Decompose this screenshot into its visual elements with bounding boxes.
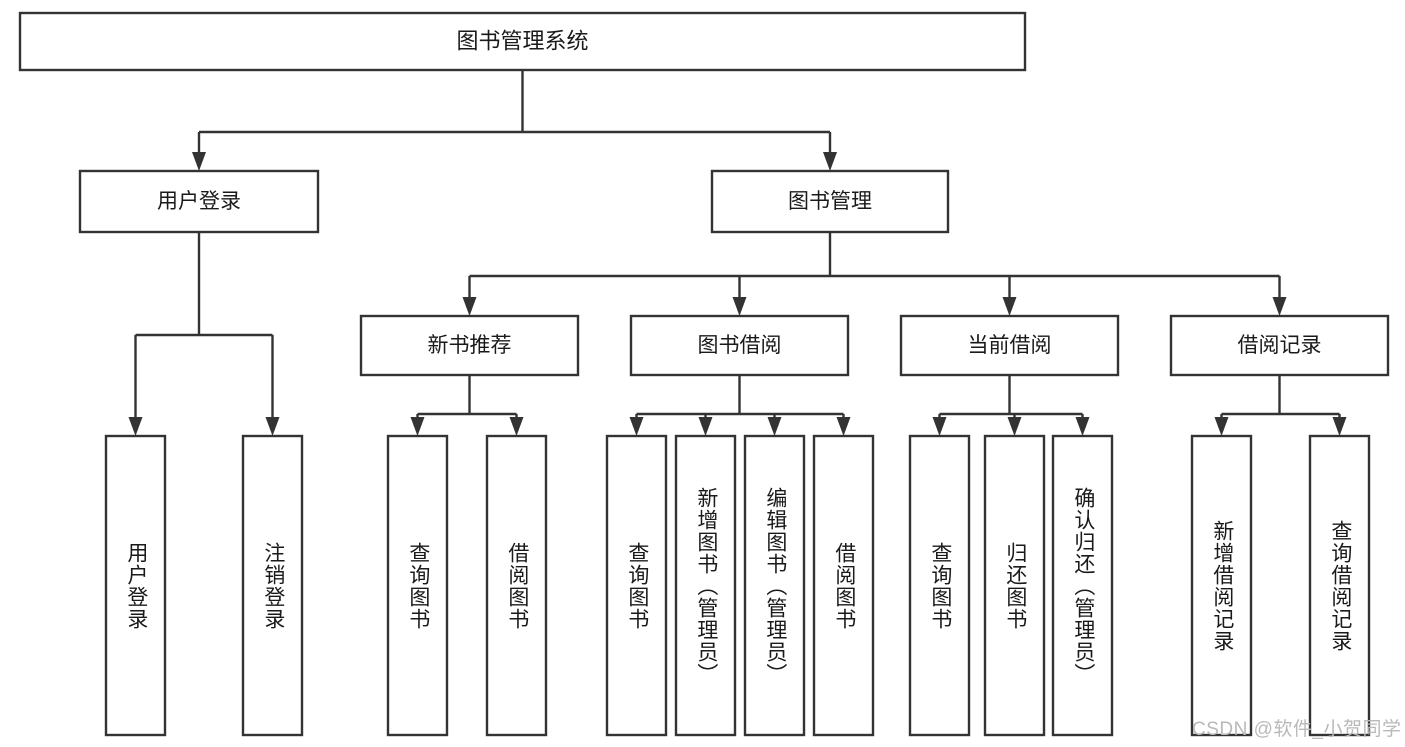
l3-3-arrow-1 (1332, 417, 1347, 436)
level2-node-1-label: 图书管理 (788, 190, 872, 213)
level2-node-1[interactable] (710, 169, 950, 234)
l3-3-arrow-0 (1214, 417, 1229, 436)
l3-0-arrow-1 (509, 417, 524, 436)
leaf-node-12[interactable] (1308, 434, 1371, 737)
l3-0-arrow-0 (410, 417, 425, 436)
leaf-node-8[interactable] (908, 434, 971, 737)
l3-2-arrow-2 (1075, 417, 1090, 436)
leaf-node-7[interactable] (812, 434, 875, 737)
level3-node-2-label: 当前借阅 (968, 334, 1052, 357)
connector-lines (128, 70, 1347, 436)
leaf-node-1[interactable] (241, 434, 304, 737)
watermark: CSDN @软件_小贺同学 (1192, 719, 1402, 740)
level3-node-0-label: 新书推荐 (428, 334, 512, 357)
level3-node-2[interactable] (899, 314, 1120, 377)
login-arrow-0 (128, 417, 143, 436)
l3-1-arrow-1 (698, 417, 713, 436)
l3-1-arrow-0 (629, 417, 644, 436)
level2-node-0[interactable] (78, 169, 320, 234)
leaf-node-3[interactable] (485, 434, 548, 737)
manage-arrow-1 (732, 297, 747, 316)
manage-arrow-3 (1272, 297, 1287, 316)
leaf-node-5[interactable] (674, 434, 737, 737)
leaf-node-0[interactable] (104, 434, 167, 737)
manage-arrow-0 (462, 297, 477, 316)
l3-1-arrow-2 (767, 417, 782, 436)
leaf-node-6[interactable] (743, 434, 806, 737)
manage-arrow-2 (1002, 297, 1017, 316)
login-arrow-1 (265, 417, 280, 436)
node-boxes (18, 11, 1390, 737)
root-node-图书管理系统[interactable] (18, 11, 1027, 72)
l3-2-arrow-0 (932, 417, 947, 436)
l3-1-arrow-3 (836, 417, 851, 436)
leaf-node-10[interactable] (1051, 434, 1114, 737)
level3-node-1-label: 图书借阅 (698, 334, 782, 357)
root-node-图书管理系统-label: 图书管理系统 (456, 28, 588, 53)
level3-node-1[interactable] (629, 314, 850, 377)
root-arrow-1 (823, 152, 837, 171)
level3-node-3-label: 借阅记录 (1238, 334, 1322, 357)
leaf-node-2[interactable] (386, 434, 449, 737)
leaf-node-9[interactable] (983, 434, 1046, 737)
level3-node-3[interactable] (1169, 314, 1390, 377)
root-arrow-0 (192, 152, 206, 171)
leaf-node-4[interactable] (605, 434, 668, 737)
leaf-node-11[interactable] (1190, 434, 1253, 737)
l3-2-arrow-1 (1007, 417, 1022, 436)
level3-node-0[interactable] (359, 314, 580, 377)
level2-node-0-label: 用户登录 (157, 190, 241, 213)
